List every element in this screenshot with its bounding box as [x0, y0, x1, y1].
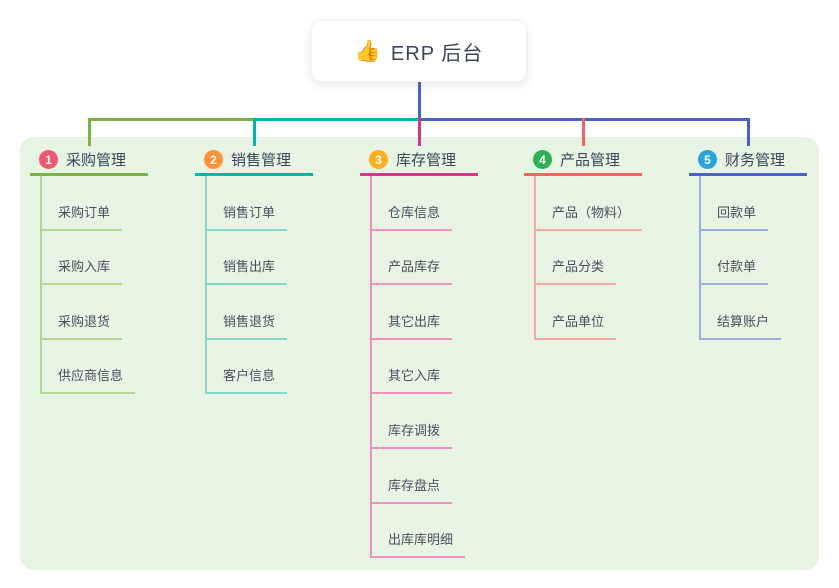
child-connector-line: [205, 176, 207, 395]
branch-title[interactable]: 5 财务管理: [689, 146, 807, 176]
branch-children: 采购订单采购入库采购退货供应商信息: [30, 176, 148, 395]
child-connector-line: [40, 176, 42, 395]
child-label: 付款单: [699, 256, 769, 286]
child-label: 产品（物料）: [534, 202, 643, 231]
child-label: 销售出库: [205, 256, 288, 286]
child-connector-line: [534, 176, 536, 340]
child-label: 产品库存: [370, 256, 453, 286]
branch-number-badge: 1: [39, 150, 58, 169]
child-label: 库存盘点: [370, 475, 453, 504]
child-label: 库存调拨: [370, 420, 453, 449]
bus-segment-blue: [419, 118, 750, 121]
branch-title[interactable]: 2 销售管理: [195, 146, 313, 176]
child-node[interactable]: 出库库明细: [370, 504, 478, 559]
child-label: 结算账户: [699, 311, 782, 340]
branch-label: 产品管理: [560, 152, 621, 169]
child-label: 客户信息: [205, 365, 288, 395]
branch-column-4: 4 产品管理产品（物料） 产品分类产品单位: [524, 146, 643, 340]
child-node[interactable]: 采购入库: [40, 231, 148, 286]
branch-column-5: 5 财务管理回款单付款单结算账户: [689, 146, 807, 340]
branch-label: 销售管理: [231, 152, 292, 169]
bus-segment-green: [88, 118, 255, 121]
branch-children: 回款单付款单结算账户: [689, 176, 807, 340]
child-label: 其它入库: [370, 365, 453, 395]
bus-segment-teal: [254, 118, 419, 121]
root-node[interactable]: 👍 ERP 后台: [311, 20, 527, 82]
branch-number-badge: 3: [369, 150, 388, 169]
branch-number-badge: 4: [533, 150, 552, 169]
root-label: ERP 后台: [390, 42, 484, 65]
child-node[interactable]: 结算账户: [699, 285, 807, 340]
child-connector-line: [699, 176, 701, 340]
child-label: 采购入库: [40, 256, 123, 286]
branch-children: 销售订单销售出库销售退货客户信息: [195, 176, 313, 395]
branch-label: 库存管理: [396, 152, 457, 169]
branch-number-badge: 2: [204, 150, 223, 169]
child-label: 销售退货: [205, 311, 288, 340]
branch-title[interactable]: 4 产品管理: [524, 146, 642, 176]
branch-children: 产品（物料） 产品分类产品单位: [524, 176, 643, 340]
branch-drop-line-3: [417, 118, 421, 146]
child-node[interactable]: 采购退货: [40, 285, 148, 340]
child-node[interactable]: 产品库存: [370, 231, 478, 286]
branch-title[interactable]: 3 库存管理: [360, 146, 478, 176]
child-node[interactable]: 其它出库: [370, 285, 478, 340]
child-node[interactable]: 仓库信息: [370, 176, 478, 231]
child-label: 产品单位: [534, 311, 617, 340]
branch-column-3: 3 库存管理仓库信息产品库存其它出库其它入库库存调拨库存盘点出库库明细: [360, 146, 478, 559]
child-node[interactable]: 库存调拨: [370, 394, 478, 449]
branch-children: 仓库信息产品库存其它出库其它入库库存调拨库存盘点出库库明细: [360, 176, 478, 559]
child-node[interactable]: 产品单位: [534, 285, 642, 340]
child-node[interactable]: 供应商信息: [40, 340, 148, 395]
child-label: 其它出库: [370, 311, 453, 340]
child-node[interactable]: 销售出库: [205, 231, 313, 286]
child-label: 采购退货: [40, 311, 123, 340]
child-node[interactable]: 销售订单: [205, 176, 313, 231]
branch-label: 采购管理: [66, 152, 127, 169]
child-node[interactable]: 产品分类: [534, 231, 642, 286]
child-node[interactable]: 其它入库: [370, 340, 478, 395]
child-connector-line: [370, 176, 372, 559]
child-label: 出库库明细: [370, 529, 466, 559]
child-label: 供应商信息: [40, 365, 136, 395]
branch-title[interactable]: 1 采购管理: [30, 146, 148, 176]
branch-drop-line-4: [581, 118, 585, 146]
child-label: 回款单: [699, 202, 769, 231]
child-node[interactable]: 采购订单: [40, 176, 148, 231]
thumbs-up-icon: 👍: [354, 39, 381, 63]
branch-column-1: 1 采购管理采购订单采购入库采购退货供应商信息: [30, 146, 148, 395]
root-connector-line: [417, 82, 421, 121]
branch-number-badge: 5: [698, 150, 717, 169]
mindmap-background-panel: [20, 137, 819, 570]
branch-drop-line-2: [252, 118, 256, 146]
branch-column-2: 2 销售管理销售订单销售出库销售退货客户信息: [195, 146, 313, 395]
branch-label: 财务管理: [725, 152, 786, 169]
child-node[interactable]: 付款单: [699, 231, 807, 286]
branch-drop-line-5: [746, 118, 750, 146]
child-node[interactable]: 库存盘点: [370, 449, 478, 504]
child-label: 仓库信息: [370, 202, 453, 231]
branch-drop-line-1: [87, 118, 91, 146]
child-node[interactable]: 销售退货: [205, 285, 313, 340]
child-node[interactable]: 产品（物料）: [534, 176, 643, 231]
child-node[interactable]: 客户信息: [205, 340, 313, 395]
child-node[interactable]: 回款单: [699, 176, 807, 231]
child-label: 销售订单: [205, 202, 288, 231]
child-label: 产品分类: [534, 256, 617, 286]
child-label: 采购订单: [40, 202, 123, 231]
